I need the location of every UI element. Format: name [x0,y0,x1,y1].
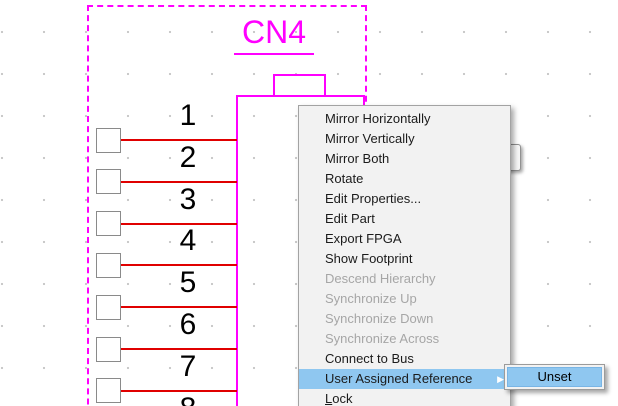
pin-terminal-box[interactable] [96,127,121,153]
menu-item-label: Export FPGA [325,231,402,246]
menu-item-connect-to-bus[interactable]: Connect to Bus ▶ [299,349,510,369]
menu-item-mirror-horizontally[interactable]: Mirror Horizontally ▶ [299,109,510,129]
menu-item-descend-hierarchy: Descend Hierarchy ▶ [299,269,510,289]
pin-wire[interactable] [120,180,237,183]
menu-item-label: User Assigned Reference [325,371,473,386]
component-reference-label[interactable]: CN4 [234,14,314,55]
menu-item-lock[interactable]: Lock ▶ [299,389,510,406]
menu-item-user-assigned-reference[interactable]: User Assigned Reference ▶ [299,369,510,389]
submenu-item-unset[interactable]: Unset [507,367,602,387]
menu-item-edit-part[interactable]: Edit Part ▶ [299,209,510,229]
pin-terminal-box[interactable] [96,378,121,404]
menu-item-synchronize-up: Synchronize Up ▶ [299,289,510,309]
menu-item-edit-properties[interactable]: Edit Properties... ▶ [299,189,510,209]
pin-wire[interactable] [120,139,237,141]
pin-terminal-box[interactable] [96,294,121,320]
pin-terminal-box[interactable] [96,336,121,362]
menu-item-synchronize-across: Synchronize Across ▶ [299,329,510,349]
pin-wire[interactable] [120,348,237,350]
pin-number: 7 [179,349,197,383]
pin-wire[interactable] [120,389,237,392]
pin-terminal-box[interactable] [96,211,121,237]
menu-item-label: Mirror Both [325,151,390,166]
menu-item-label: Synchronize Up [325,291,417,306]
menu-item-label: Edit Part [325,211,375,226]
submenu-arrow-icon: ▶ [497,374,504,384]
pin-number: 2 [179,140,197,174]
pin-number: 8 [143,388,233,406]
pin-terminal-box[interactable] [96,252,121,278]
menu-item-synchronize-down: Synchronize Down ▶ [299,309,510,329]
context-menu: Mirror Horizontally ▶ Mirror Vertically … [298,105,511,406]
menu-item-label: Synchronize Down [325,311,434,326]
submenu: Unset [504,364,605,390]
pin-number: 6 [179,308,197,341]
menu-item-label: Descend Hierarchy [325,271,436,286]
menu-item-rotate[interactable]: Rotate ▶ [299,169,510,189]
menu-item-label: Mirror Horizontally [325,111,431,126]
menu-item-export-fpga[interactable]: Export FPGA ▶ [299,229,510,249]
pin-number: 5 [179,266,197,300]
menu-item-label: Synchronize Across [325,331,440,346]
pin-number: 4 [179,224,197,258]
menu-item-mirror-vertically[interactable]: Mirror Vertically ▶ [299,129,510,149]
menu-item-label: Lock [325,391,353,406]
menu-item-label: Show Footprint [325,251,413,266]
pin-terminal-box[interactable] [96,169,121,195]
pin-number: 3 [179,182,197,216]
pin-wire[interactable] [120,222,237,225]
menu-item-label: Rotate [325,171,364,186]
pin-number: 1 [179,99,197,132]
menu-item-label: Connect to Bus [325,351,414,366]
pin-wire[interactable] [120,264,237,267]
component-notch-outline [273,74,326,97]
menu-item-label: Edit Properties... [325,191,422,206]
pin-wire[interactable] [120,306,237,309]
menu-item-mirror-both[interactable]: Mirror Both ▶ [299,149,510,169]
menu-item-label: Mirror Vertically [325,131,415,146]
menu-item-show-footprint[interactable]: Show Footprint ▶ [299,249,510,269]
